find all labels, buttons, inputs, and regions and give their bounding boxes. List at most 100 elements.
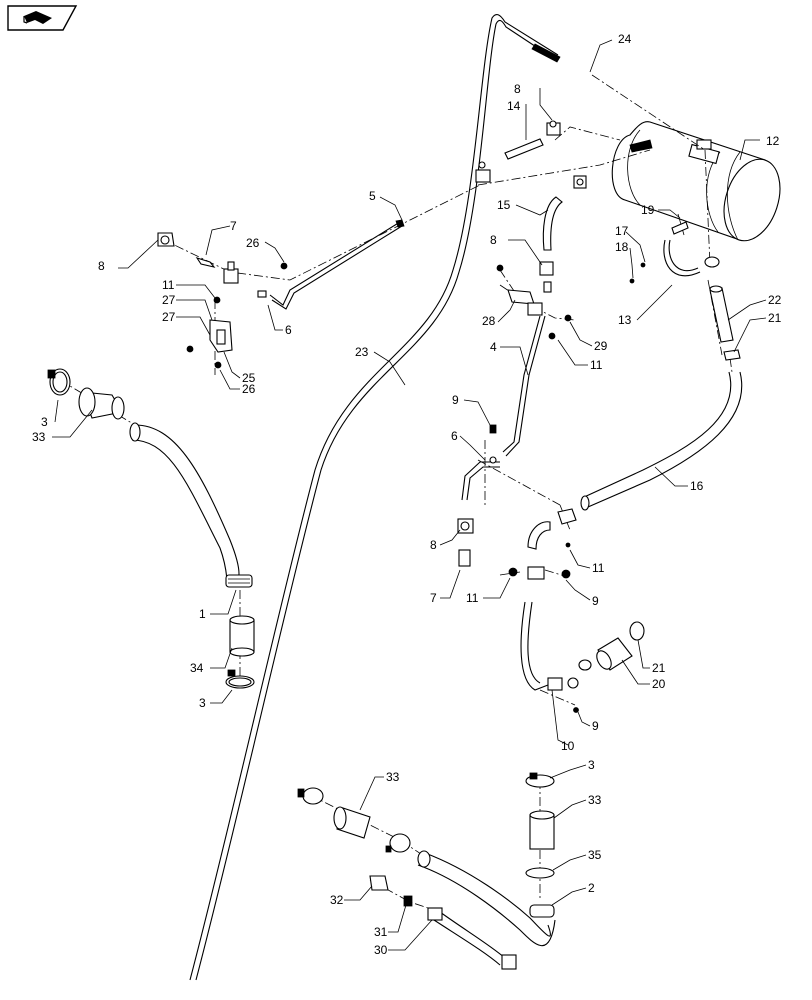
- callout-6: 6: [451, 429, 458, 443]
- callout-3: 3: [41, 415, 48, 429]
- callout-19: 19: [641, 203, 655, 217]
- bracket-25: [209, 319, 233, 353]
- callout-25: 25: [242, 371, 256, 385]
- callout-16: 16: [690, 479, 704, 493]
- sleeve-33-left: [78, 387, 125, 420]
- callout-32: 32: [330, 893, 344, 907]
- hose-15: [542, 196, 563, 251]
- callout-3: 3: [199, 696, 206, 710]
- callout-26: 26: [246, 236, 260, 250]
- callout-17: 17: [615, 224, 629, 238]
- fitting-8-top: [546, 120, 561, 136]
- callout-12: 12: [766, 134, 780, 148]
- leader-lines: [52, 39, 767, 951]
- fitting-8-mid: [539, 261, 554, 293]
- hose-2: [417, 850, 556, 947]
- callout-11: 11: [162, 278, 175, 292]
- callout-5: 5: [369, 189, 376, 203]
- elbow-11-center: [557, 508, 577, 525]
- callout-26: 26: [242, 382, 256, 396]
- sleeve-34: [229, 615, 255, 657]
- callout-8: 8: [514, 82, 521, 96]
- callout-labels: 24 8 14 12 5 15 19 7 26 8 17 18 8 11 27 …: [32, 32, 782, 957]
- hose-16: [580, 371, 743, 511]
- callout-23: 23: [355, 345, 369, 359]
- book-page-tab-icon: [7, 5, 78, 31]
- hose-10-bend: [520, 601, 549, 691]
- clamp-top-22: [704, 256, 720, 268]
- fitting-left-mid: [223, 261, 239, 284]
- callout-11: 11: [466, 591, 479, 605]
- callout-22: 22: [768, 293, 782, 307]
- callout-9: 9: [452, 393, 459, 407]
- clamp-3-top-left: [47, 368, 71, 396]
- long-hose-23-inner: [195, 19, 557, 981]
- fitting-28: [507, 289, 543, 316]
- callout-18: 18: [615, 240, 629, 254]
- reservoir-tank: [611, 121, 781, 242]
- tank-strap: [663, 239, 701, 277]
- fitting-8-lower: [457, 518, 474, 534]
- clamp-21-right: [723, 349, 741, 361]
- callout-7: 7: [430, 591, 437, 605]
- callout-10: 10: [561, 739, 575, 753]
- callout-20: 20: [652, 677, 666, 691]
- callout-9: 9: [592, 594, 599, 608]
- hose-30: [427, 907, 517, 970]
- clamp-3-bottom-left-hose: [297, 787, 324, 805]
- fitting-10: [547, 677, 563, 691]
- callout-33: 33: [386, 770, 400, 784]
- clamp-3-bottom-left: [225, 669, 255, 689]
- callout-21: 21: [768, 311, 782, 325]
- callout-14: 14: [507, 99, 521, 113]
- callout-35: 35: [588, 848, 602, 862]
- callout-2: 2: [588, 881, 595, 895]
- fitting-center-top: [475, 161, 491, 183]
- callout-15: 15: [497, 198, 511, 212]
- callout-9: 9: [592, 719, 599, 733]
- callout-6: 6: [285, 323, 292, 337]
- callout-1: 1: [199, 607, 206, 621]
- callout-11: 11: [592, 561, 605, 575]
- hose-elbow-center: [527, 521, 551, 550]
- fitting-8-left: [157, 232, 175, 247]
- clamp-21-lower: [629, 621, 645, 641]
- callout-8: 8: [98, 259, 105, 273]
- callout-8: 8: [430, 538, 437, 552]
- hose-23-end-sleeve: [531, 43, 561, 63]
- callout-27: 27: [162, 293, 176, 307]
- callout-29: 29: [594, 339, 608, 353]
- callout-27: 27: [162, 310, 176, 324]
- fitting-32: [369, 875, 389, 891]
- hose-7-left: [195, 257, 216, 268]
- long-hose-23: [189, 13, 559, 981]
- callout-30: 30: [374, 943, 388, 957]
- tube-5: [269, 219, 405, 310]
- hose-14: [504, 138, 544, 160]
- tee-9: [508, 566, 571, 580]
- hose-1: [129, 422, 253, 588]
- clamp-3-right: [525, 772, 555, 788]
- sleeve-33-right: [529, 810, 555, 850]
- callout-33: 33: [32, 430, 46, 444]
- hose-7-lower: [458, 549, 471, 567]
- fitting-right-top: [573, 175, 587, 189]
- callout-4: 4: [490, 340, 497, 354]
- callout-24: 24: [618, 32, 632, 46]
- filter-20: [596, 637, 633, 671]
- callout-21: 21: [652, 661, 666, 675]
- callout-8: 8: [490, 233, 497, 247]
- callout-33: 33: [588, 793, 602, 807]
- callout-7: 7: [230, 219, 237, 233]
- clamp-35: [525, 867, 555, 879]
- callout-3: 3: [588, 758, 595, 772]
- callout-13: 13: [618, 313, 632, 327]
- hose-22: [709, 285, 734, 343]
- sleeve-33-bottom-left: [333, 806, 371, 839]
- callout-34: 34: [190, 661, 204, 675]
- callout-31: 31: [374, 925, 388, 939]
- tube-4: [502, 315, 546, 457]
- callout-28: 28: [482, 314, 496, 328]
- fitting-31: [403, 895, 413, 907]
